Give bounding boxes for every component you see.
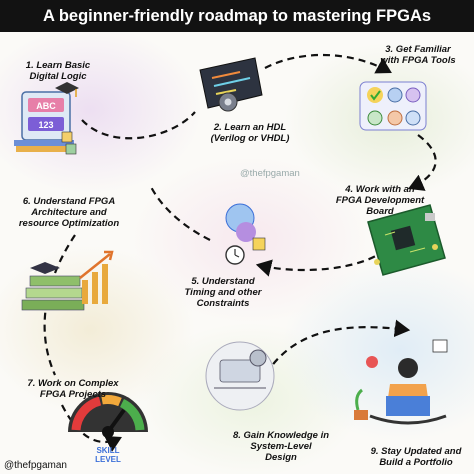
path-step4-to-step5	[255, 249, 386, 277]
system-design-illustration	[205, 341, 275, 411]
step-2-label: 2. Learn an HDL(Verilog or VHDL)	[210, 122, 290, 144]
dev-board-illustration	[367, 204, 446, 276]
hdl-code-illustration	[199, 57, 263, 112]
optimization-illustration	[21, 250, 114, 311]
fpga-tools-illustration	[359, 81, 427, 131]
abc-label: ABC	[36, 101, 56, 111]
path-step1-to-step2	[81, 111, 196, 140]
level-label: LEVEL	[95, 455, 121, 464]
path-step8-to-step9	[253, 319, 411, 396]
skill-label: SKILL	[96, 446, 119, 455]
skill-gauge-illustration: SKILL LEVEL	[68, 392, 148, 464]
center-watermark: @thefpgaman	[240, 168, 300, 179]
page-title: A beginner-friendly roadmap to mastering…	[42, 6, 432, 25]
title-bar: A beginner-friendly roadmap to mastering…	[0, 0, 474, 32]
path-step5-to-step6	[149, 184, 211, 241]
timing-illustration	[225, 203, 266, 265]
num-label: 123	[38, 120, 53, 130]
path-step3-to-step4	[407, 134, 437, 191]
portfolio-illustration	[354, 339, 448, 425]
digital-logic-illustration: ABC 123	[14, 82, 79, 155]
corner-watermark: @thefpgaman	[4, 460, 67, 471]
path-step2-to-step3	[264, 53, 392, 74]
